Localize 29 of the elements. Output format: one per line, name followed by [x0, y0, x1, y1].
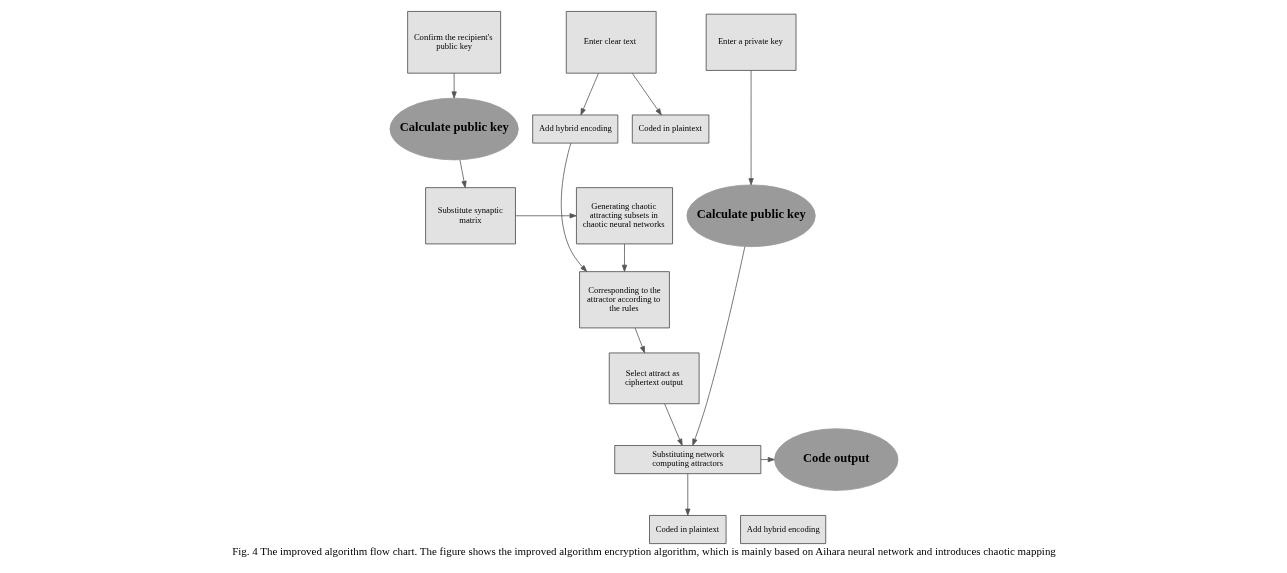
node-box: Select attract as ciphertext output — [608, 352, 699, 405]
arrow — [684, 473, 690, 516]
arrow — [514, 213, 577, 219]
node-box: Confirm the recipient's public key — [406, 11, 501, 74]
arrow — [634, 327, 645, 354]
node-box: Generating chaotic attracting subsets in chaotic neural networks — [575, 187, 673, 245]
arrow — [621, 243, 627, 272]
node-box: Add hybrid encoding — [531, 114, 618, 144]
node-box: Substituting network computing attractors — [613, 445, 761, 475]
arrow — [459, 159, 467, 188]
node-box: Substitute synaptic matrix — [424, 187, 516, 245]
node-box: Corresponding to the attractor according to the rules — [578, 271, 670, 329]
node-box: Enter clear text — [565, 11, 657, 74]
node-box: Coded in plaintext — [648, 515, 726, 544]
arrow — [748, 70, 754, 186]
node-ellipse: Calculate public key — [389, 97, 519, 161]
node-box: Add hybrid encoding — [739, 515, 826, 544]
arrow — [663, 403, 683, 446]
node-ellipse: Code output — [773, 428, 898, 491]
arrow — [580, 72, 599, 116]
node-box: Coded in plaintext — [631, 114, 709, 144]
arrow — [451, 72, 457, 99]
arrow — [560, 142, 587, 272]
caption: Fig. 4 The improved algorithm flow chart. The figure shows the improved algorithm encryption algorithm, which is mainly based on Aihara neural network and introduces chaotic mapping — [231, 545, 1056, 558]
arrow — [760, 457, 775, 463]
arrow — [631, 72, 662, 116]
node-box: Enter a private key — [705, 13, 796, 71]
node-ellipse: Calculate public key — [686, 184, 816, 248]
arrow — [691, 246, 745, 446]
